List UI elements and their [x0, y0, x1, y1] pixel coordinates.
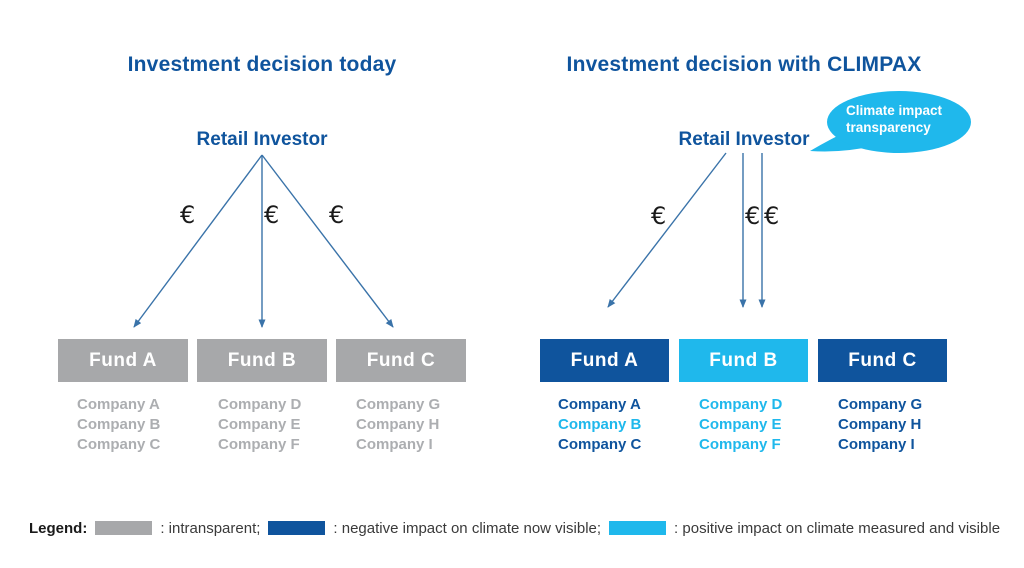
- company-item: Company C: [77, 436, 161, 453]
- fund-box-right-a: Fund A: [540, 339, 669, 382]
- left-investment-arrows: [133, 154, 394, 328]
- company-item: Company I: [838, 436, 915, 453]
- company-item: Company E: [218, 416, 301, 433]
- right-retail-investor-label: Retail Investor: [678, 129, 810, 150]
- fund-box-left-a: Fund A: [58, 339, 188, 382]
- company-item: Company F: [699, 436, 781, 453]
- euro-symbol: €: [651, 202, 667, 230]
- legend-text-positive-impact: : positive impact on climate measured an…: [674, 519, 1001, 537]
- legend-text-negative-impact: : negative impact on climate now visible…: [333, 519, 602, 537]
- company-item: Company C: [558, 436, 642, 453]
- company-item: Company A: [77, 396, 160, 413]
- company-item: Company G: [838, 396, 923, 413]
- legend-label: Legend:: [29, 519, 88, 537]
- company-item: Company H: [356, 416, 440, 433]
- right-investment-arrows: [607, 152, 766, 308]
- company-item: Company H: [838, 416, 922, 433]
- legend-text-intransparent: : intransparent;: [160, 519, 261, 537]
- euro-symbol: €: [180, 201, 196, 229]
- company-item: Company I: [356, 436, 433, 453]
- fund-box-left-b: Fund B: [197, 339, 327, 382]
- company-item: Company D: [218, 396, 302, 413]
- euro-symbol: €: [329, 201, 345, 229]
- fund-box-right-c: Fund C: [818, 339, 947, 382]
- climate-impact-bubble-text: Climate impact transparency: [846, 103, 943, 135]
- company-item: Company E: [699, 416, 782, 433]
- euro-symbol: €: [745, 202, 761, 230]
- company-list-left-b: Company D Company E Company F: [218, 395, 301, 455]
- company-item: Company G: [356, 396, 441, 413]
- company-item: Company F: [218, 436, 300, 453]
- company-item: Company D: [699, 396, 783, 413]
- legend: Legend: : intransparent; : negative impa…: [29, 518, 1000, 538]
- fund-box-right-b: Fund B: [679, 339, 808, 382]
- company-item: Company B: [77, 416, 161, 433]
- legend-swatch-negative-impact: [268, 521, 326, 535]
- company-list-left-a: Company A Company B Company C: [77, 395, 160, 455]
- company-item: Company B: [558, 416, 642, 433]
- left-panel-title: Investment decision today: [127, 53, 397, 76]
- company-list-right-b: Company D Company E Company F: [699, 395, 782, 455]
- fund-box-left-c: Fund C: [336, 339, 466, 382]
- company-list-right-a: Company A Company B Company C: [558, 395, 641, 455]
- euro-symbol: €: [764, 202, 780, 230]
- company-list-left-c: Company G Company H Company I: [356, 395, 440, 455]
- company-list-right-c: Company G Company H Company I: [838, 395, 922, 455]
- euro-symbol: €: [264, 201, 280, 229]
- right-panel-title: Investment decision with CLIMPAX: [566, 53, 922, 76]
- legend-swatch-positive-impact: [609, 521, 667, 535]
- left-retail-investor-label: Retail Investor: [196, 129, 328, 150]
- company-item: Company A: [558, 396, 641, 413]
- legend-swatch-intransparent: [95, 521, 153, 535]
